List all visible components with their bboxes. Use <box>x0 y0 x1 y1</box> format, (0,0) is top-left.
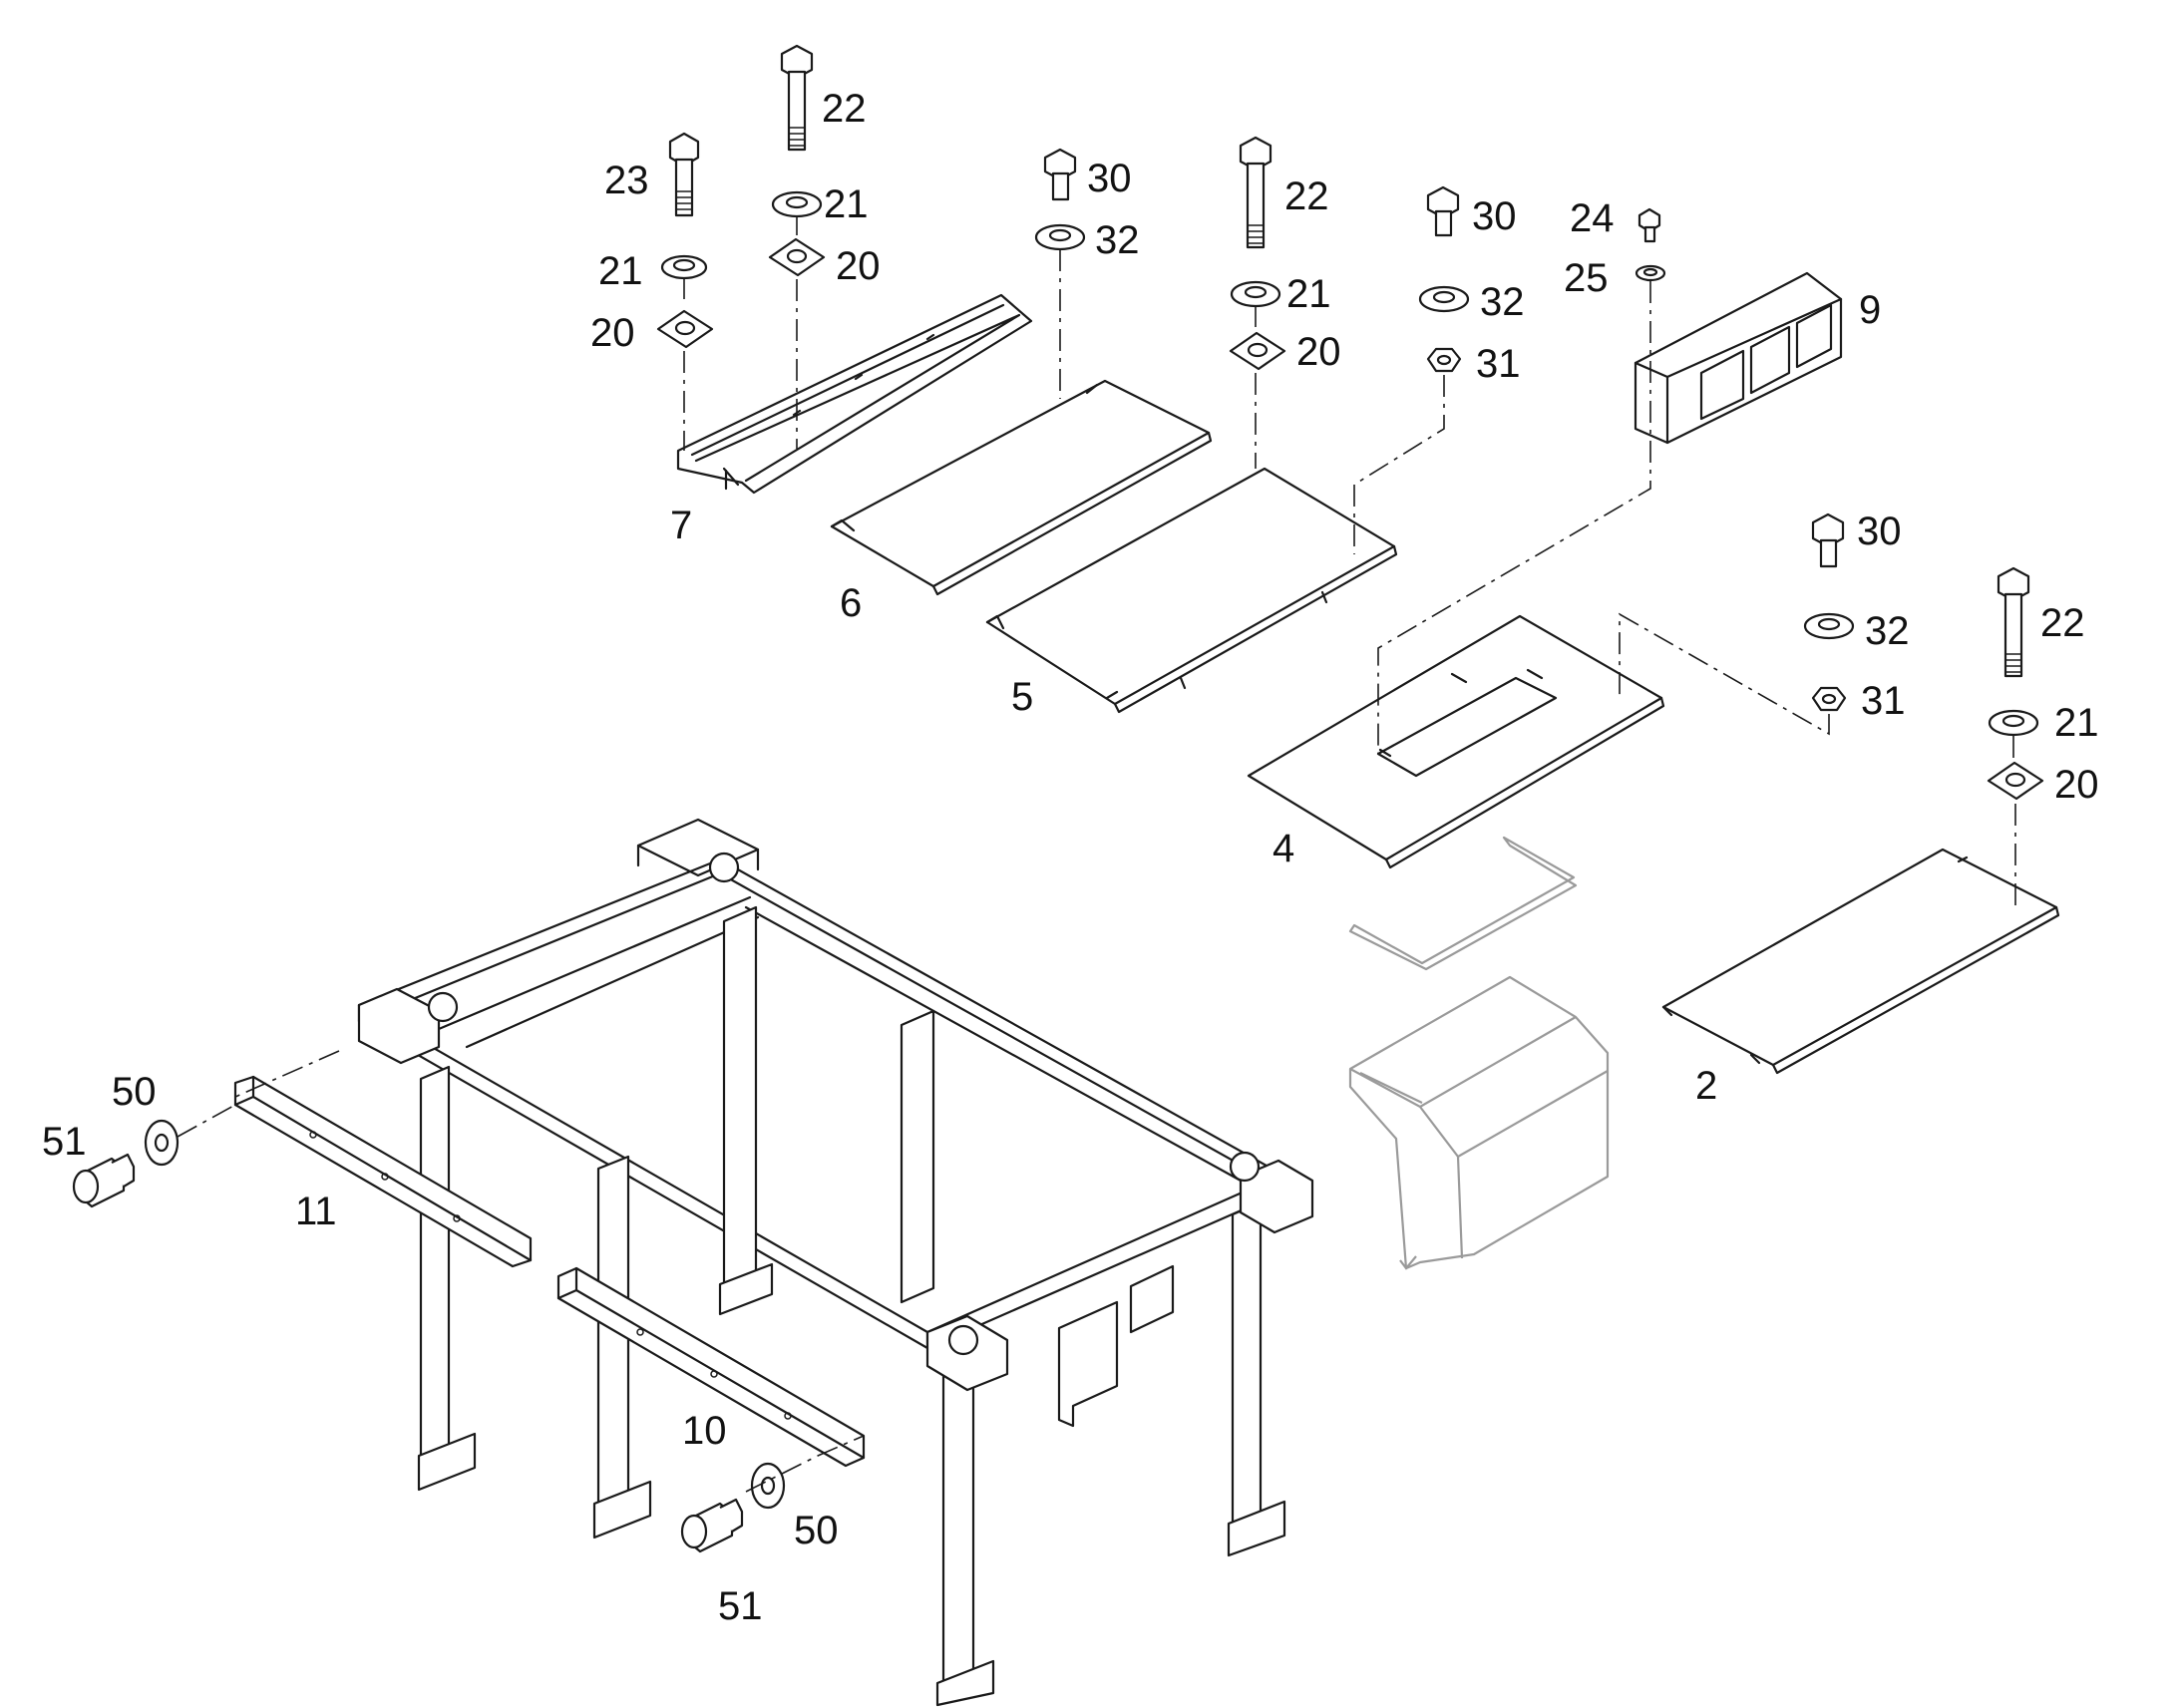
callout-24: 24 <box>1570 196 1615 240</box>
washer-21-middle <box>1230 280 1281 308</box>
bolt-30-left <box>1043 148 1077 201</box>
callout-21: 21 <box>824 182 869 226</box>
washer-50-left <box>144 1119 180 1167</box>
assembly-lines <box>177 215 2016 1493</box>
nut-31-right <box>1811 686 1847 712</box>
callout-20: 20 <box>1296 330 1341 374</box>
washer-32-center <box>1418 285 1470 313</box>
callout-21: 21 <box>2054 701 2099 745</box>
washer-32-left <box>1034 223 1086 251</box>
callout-2: 2 <box>1695 1064 1717 1108</box>
callout-22: 22 <box>822 87 867 131</box>
square-washer-20-right <box>1987 761 2044 801</box>
callout-20: 20 <box>836 244 881 288</box>
hopper-gray <box>1348 975 1610 1270</box>
callout-9: 9 <box>1859 288 1881 332</box>
panel-6 <box>830 379 1213 596</box>
callout-30: 30 <box>1472 194 1517 238</box>
rail-11 <box>233 1075 533 1268</box>
callout-4: 4 <box>1272 827 1294 870</box>
callout-50: 50 <box>794 1509 839 1552</box>
bolt-30-center <box>1426 185 1460 237</box>
bolt-30-right <box>1811 512 1845 568</box>
frame-main <box>357 818 1314 1707</box>
washer-25 <box>1635 264 1666 282</box>
callout-51: 51 <box>718 1584 763 1628</box>
screw-51-left <box>72 1153 136 1208</box>
bolt-23 <box>668 132 700 217</box>
callout-11: 11 <box>295 1190 337 1233</box>
callout-50: 50 <box>112 1070 157 1114</box>
cover-9 <box>1634 271 1843 445</box>
callout-32: 32 <box>1865 609 1910 653</box>
callout-6: 6 <box>840 581 862 625</box>
panel-5 <box>985 467 1398 714</box>
bolt-22-top <box>780 44 814 152</box>
rail-10 <box>556 1266 866 1468</box>
bolt-22-right <box>1997 566 2030 678</box>
callout-7: 7 <box>670 504 692 547</box>
square-washer-20-top <box>768 237 826 277</box>
callout-30: 30 <box>1857 510 1902 553</box>
panel-4 <box>1247 614 1665 869</box>
screw-51-right <box>680 1498 744 1553</box>
callout-10: 10 <box>682 1409 727 1453</box>
callout-21: 21 <box>598 249 643 293</box>
callout-20: 20 <box>590 311 635 355</box>
callout-22: 22 <box>1284 174 1329 218</box>
callout-22: 22 <box>2040 601 2085 645</box>
callout-25: 25 <box>1564 256 1609 300</box>
callout-51: 51 <box>42 1120 87 1164</box>
washer-21-top <box>771 190 823 218</box>
square-washer-20-middle <box>1229 331 1286 371</box>
callout-30: 30 <box>1087 157 1132 200</box>
callout-20: 20 <box>2054 763 2099 807</box>
callout-31: 31 <box>1476 342 1521 386</box>
washer-21-left <box>660 254 708 280</box>
washer-32-right <box>1803 612 1855 640</box>
square-washer-20-left <box>656 309 714 349</box>
callout-21: 21 <box>1286 272 1331 316</box>
callout-labels: 22 23 21 21 20 20 7 30 32 6 22 21 20 5 3… <box>42 87 2099 1628</box>
callout-23: 23 <box>604 159 649 202</box>
callout-31: 31 <box>1861 679 1906 723</box>
bolt-22-middle <box>1239 136 1272 249</box>
callout-32: 32 <box>1480 280 1525 324</box>
callout-32: 32 <box>1095 218 1140 262</box>
panel-2 <box>1661 848 2060 1075</box>
screw-24 <box>1637 207 1661 243</box>
panel-7 <box>676 293 1033 495</box>
nut-31-center <box>1426 347 1462 373</box>
washer-50-right <box>750 1462 786 1510</box>
callout-5: 5 <box>1011 675 1033 719</box>
washer-21-right <box>1988 709 2039 737</box>
gasket-gray <box>1348 836 1578 971</box>
